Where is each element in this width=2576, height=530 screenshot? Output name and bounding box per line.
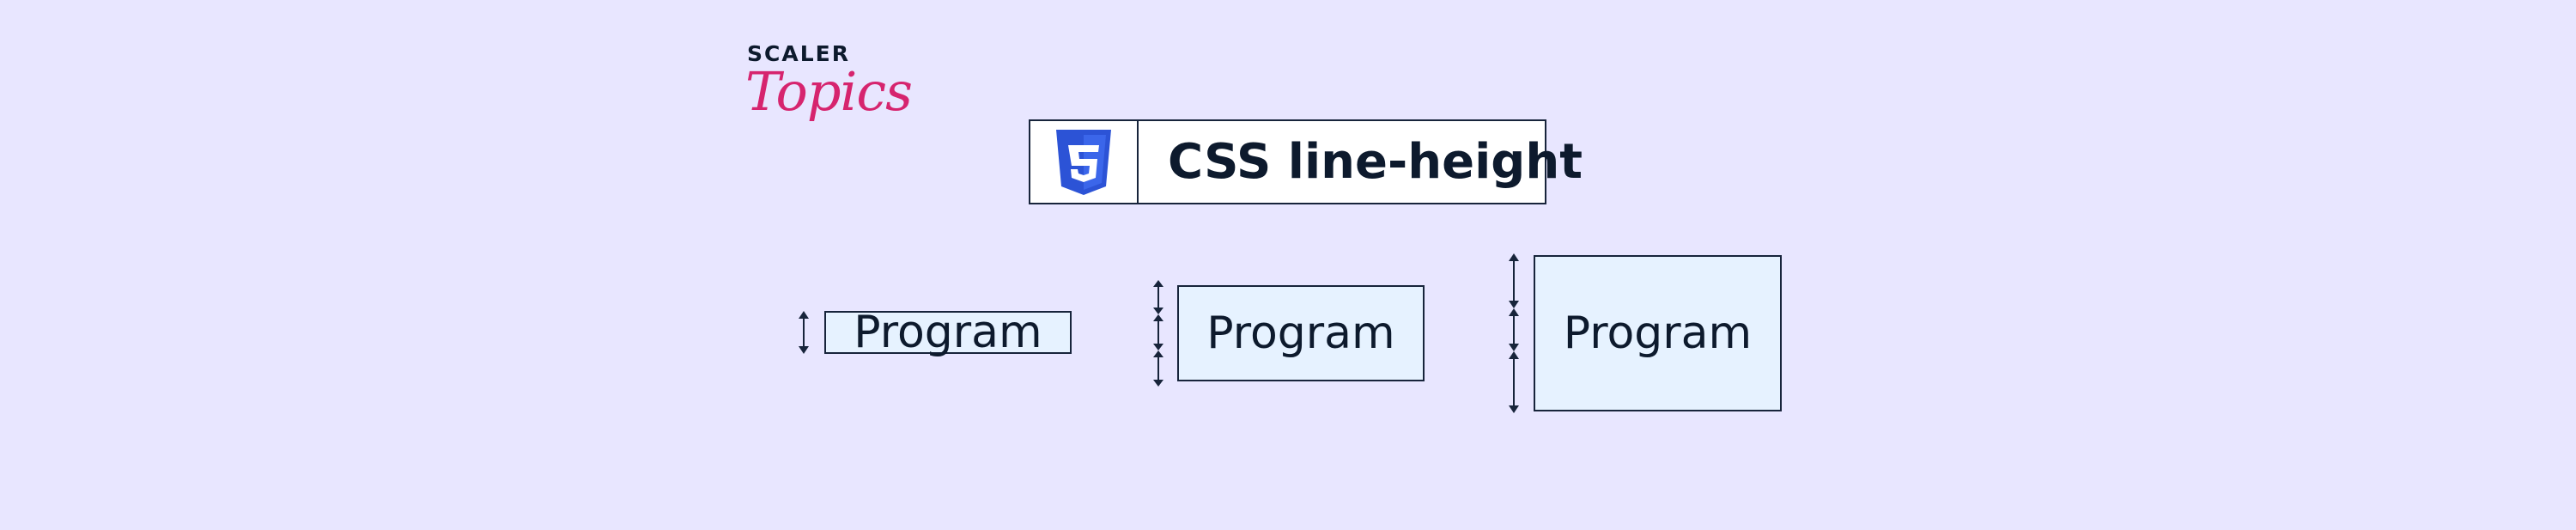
program-box-medium: Program	[1177, 285, 1425, 381]
page-title: CSS line-height	[1168, 134, 1583, 190]
program-box-small: Program	[824, 307, 1072, 358]
css3-shield-icon	[1056, 129, 1111, 195]
title-icon-cell	[1030, 121, 1139, 203]
title-banner: CSS line-height	[1029, 119, 1583, 204]
program-box-large: Program	[1534, 255, 1782, 411]
line-height-indicator-2	[1153, 280, 1163, 387]
scaler-topics-logo: SCALER Topics	[745, 41, 913, 136]
line-height-indicator-1	[799, 311, 809, 354]
logo-scaler-text: SCALER	[747, 41, 850, 66]
logo-topics-text: Topics	[745, 60, 913, 123]
line-height-indicator-3	[1509, 253, 1519, 413]
